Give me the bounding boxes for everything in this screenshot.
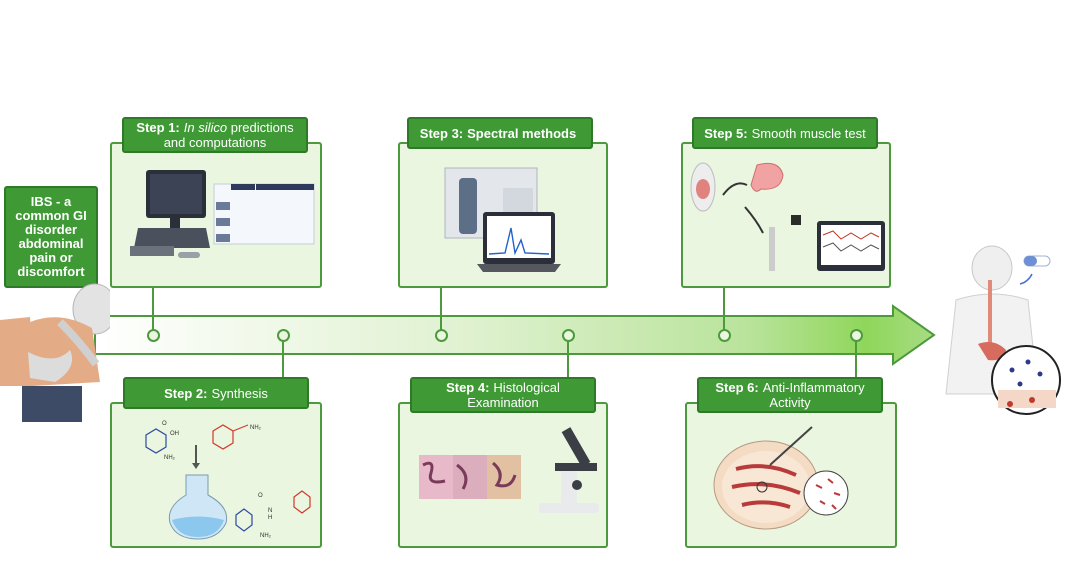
svg-text:H: H <box>268 515 272 521</box>
timeline-dot-step2 <box>277 329 290 342</box>
person-in-pain-illustration <box>0 283 110 422</box>
ibs-box: IBS - a common GI disorder abdominal pai… <box>4 186 98 288</box>
step1-label: Step 1:In silico predictions and computa… <box>122 117 308 153</box>
step2-label: Step 2:Synthesis <box>123 377 309 409</box>
step4-label: Step 4:Histological Examination <box>410 377 596 413</box>
anti-inflammatory-illustration <box>713 426 849 530</box>
connector-step1 <box>152 288 154 330</box>
timeline-dot-step3 <box>435 329 448 342</box>
microscope-histology-illustration <box>419 427 599 513</box>
svg-text:NH₂: NH₂ <box>164 455 176 461</box>
svg-text:OH: OH <box>170 431 179 437</box>
timeline-dot-step1 <box>147 329 160 342</box>
svg-text:O: O <box>162 421 167 427</box>
timeline-dot-step5 <box>718 329 731 342</box>
svg-text:NH₂: NH₂ <box>260 533 272 539</box>
step6-label: Step 6:Anti-Inflammatory Activity <box>697 377 883 413</box>
human-digestive-illustration <box>945 245 1061 415</box>
synthesis-illustration: OH O NH₂ NH₂ O N H NH₂ <box>145 421 311 540</box>
spectrometer-illustration <box>444 167 561 272</box>
timeline-dot-step4 <box>562 329 575 342</box>
connector-step3 <box>440 288 442 330</box>
connector-step6 <box>855 340 857 380</box>
step5-label: Step 5:Smooth muscle test <box>692 117 878 149</box>
computer-illustration <box>130 170 315 258</box>
svg-text:O: O <box>258 493 263 499</box>
timeline-dot-step6 <box>850 329 863 342</box>
svg-text:N: N <box>268 508 272 514</box>
svg-text:NH₂: NH₂ <box>250 425 262 431</box>
connector-step4 <box>567 340 569 380</box>
step3-label: Step 3:Spectral methods <box>407 117 593 149</box>
connector-step5 <box>723 288 725 330</box>
connector-step2 <box>282 340 284 380</box>
smooth-muscle-test-illustration <box>690 162 885 271</box>
